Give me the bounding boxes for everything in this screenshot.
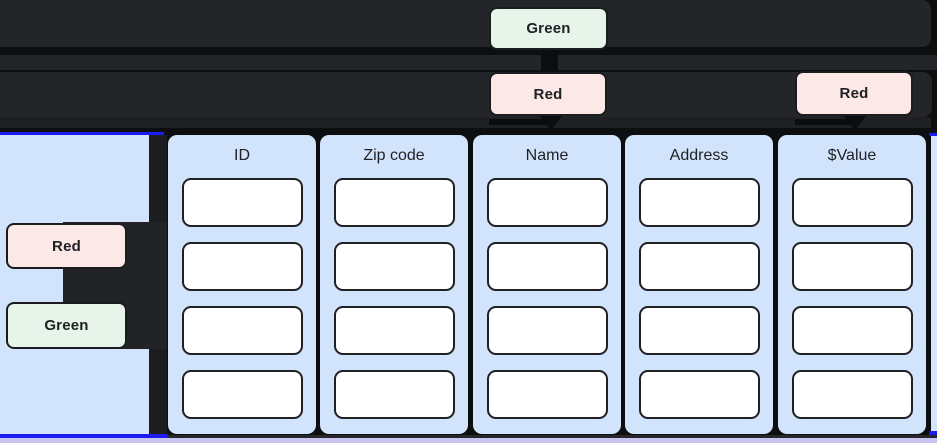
table-cell[interactable] [638, 370, 760, 419]
column-id[interactable]: ID [168, 135, 316, 434]
column-header-zip-code: Zip code [363, 147, 425, 164]
connector-elbow-center [489, 119, 553, 125]
column-header-address: Address [669, 147, 729, 164]
column-address[interactable]: Address [625, 135, 773, 434]
badge-red-right[interactable]: Red [795, 71, 913, 116]
column-zip-code[interactable]: Zip code [320, 135, 468, 434]
connector-green-to-red [541, 48, 558, 74]
table-cell[interactable] [486, 178, 608, 227]
table-cell[interactable] [791, 178, 913, 227]
column-name[interactable]: Name [473, 135, 621, 434]
badge-red-center[interactable]: Red [489, 72, 607, 116]
dark-row-bar-bottom[interactable] [0, 117, 931, 128]
selection-corner-bottom-right [929, 431, 937, 435]
selection-corner-top-right [929, 133, 937, 136]
selection-border-top [0, 132, 164, 135]
table-cell[interactable] [791, 370, 913, 419]
dark-row-bar-middle[interactable] [0, 55, 937, 70]
table-cell[interactable] [181, 370, 303, 419]
dark-row-bar-lower[interactable] [0, 72, 932, 117]
connector-elbow-right [795, 119, 857, 125]
table-cell[interactable] [791, 242, 913, 291]
column-value[interactable]: $Value [778, 135, 926, 434]
table-cell[interactable] [333, 370, 455, 419]
column-header-id: ID [234, 147, 250, 164]
table-cell[interactable] [486, 306, 608, 355]
table-cell[interactable] [638, 178, 760, 227]
table-cell[interactable] [486, 370, 608, 419]
badge-green-top[interactable]: Green [489, 7, 608, 50]
table-cell[interactable] [181, 242, 303, 291]
column-header-name: Name [525, 147, 569, 164]
arrow-down-to-value-column [844, 116, 866, 131]
table-cell[interactable] [638, 306, 760, 355]
table-cell[interactable] [333, 306, 455, 355]
table-cell[interactable] [486, 242, 608, 291]
badge-green-left[interactable]: Green [6, 302, 127, 349]
badge-green-top-label: Green [526, 20, 571, 37]
column-header-value: $Value [827, 147, 877, 164]
table-cell[interactable] [181, 178, 303, 227]
partial-column-right[interactable] [931, 135, 937, 434]
table-cell[interactable] [638, 242, 760, 291]
selection-border-bottom [0, 434, 168, 438]
arrow-down-to-name-column [540, 116, 562, 131]
badge-red-right-label: Red [839, 85, 869, 102]
dark-row-bar-top[interactable] [0, 0, 931, 47]
table-cell[interactable] [333, 242, 455, 291]
badge-red-left-label: Red [52, 237, 81, 255]
bottom-edge-line [168, 435, 937, 438]
table-cell[interactable] [333, 178, 455, 227]
badge-red-left[interactable]: Red [6, 223, 127, 269]
table-cell[interactable] [181, 306, 303, 355]
badge-green-left-label: Green [44, 317, 89, 334]
table-cell[interactable] [791, 306, 913, 355]
badge-red-center-label: Red [533, 85, 563, 103]
bottom-lavender-strip [0, 438, 937, 443]
